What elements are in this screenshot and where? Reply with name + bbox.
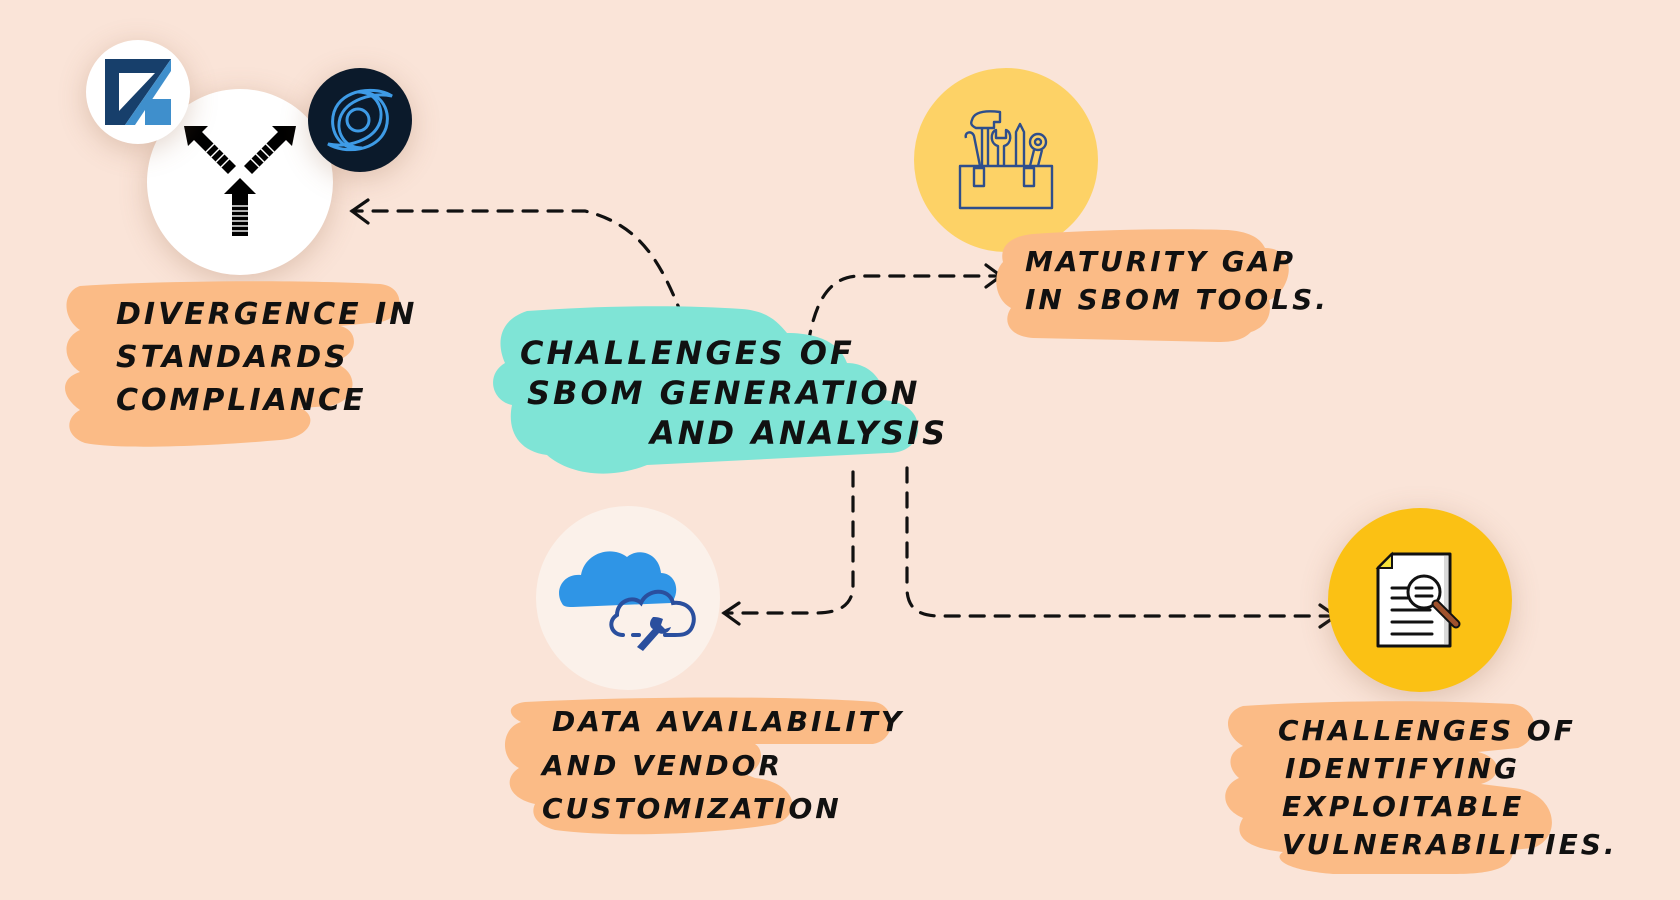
standards-label-blob [65,281,400,447]
vulns-label-line-1: Challenges of [1278,714,1576,747]
data-icon-circle [536,506,720,690]
data-label-line-2: and vendor [542,749,783,782]
vulns-label-line-2: identifying [1285,752,1520,785]
vulns-label-blob [1225,701,1552,874]
diverging-arrows-icon [184,126,296,236]
vulns-label-line-4: vulnerabilities. [1282,828,1618,861]
blue-square-logo-circle [86,40,190,144]
connector-to-vulns [905,466,1336,618]
standards-label-line-3: Compliance [116,383,367,418]
arrowhead-left-icon [721,601,741,626]
tools-label-line-1: Maturity gap [1025,245,1296,278]
tools-icon-circle [914,68,1098,252]
data-label-line-3: customization [542,792,842,825]
tools-label-line-2: in SBOM tools. [1025,283,1329,316]
cloud-wrench-icon [559,551,696,651]
central-topic-blob [493,306,918,474]
data-label-line-1: Data availability [552,705,905,738]
toolbox-icon [958,110,1054,210]
hurricane-logo-icon [327,88,393,152]
standards-label-line-2: Standards [116,340,349,375]
blue-square-logo-icon [105,59,171,125]
vulns-label-line-3: exploitable [1282,790,1525,823]
hurricane-logo-circle [308,68,412,172]
central-topic-line-1: Challenges of [520,334,855,372]
central-topic-line-3: and Analysis [650,414,949,452]
tools-label-blob [996,229,1289,342]
connector-to-data [722,470,855,615]
data-label-blob [504,697,892,835]
connector-to-tools [806,274,1002,347]
connector-to-standards [350,209,685,320]
standards-label-line-1: Divergence in [116,297,418,332]
document-search-icon [1375,551,1461,648]
vulns-icon-circle [1328,508,1512,692]
arrowhead-left-icon [349,198,370,225]
central-topic-line-2: SBOM Generation [527,374,921,412]
